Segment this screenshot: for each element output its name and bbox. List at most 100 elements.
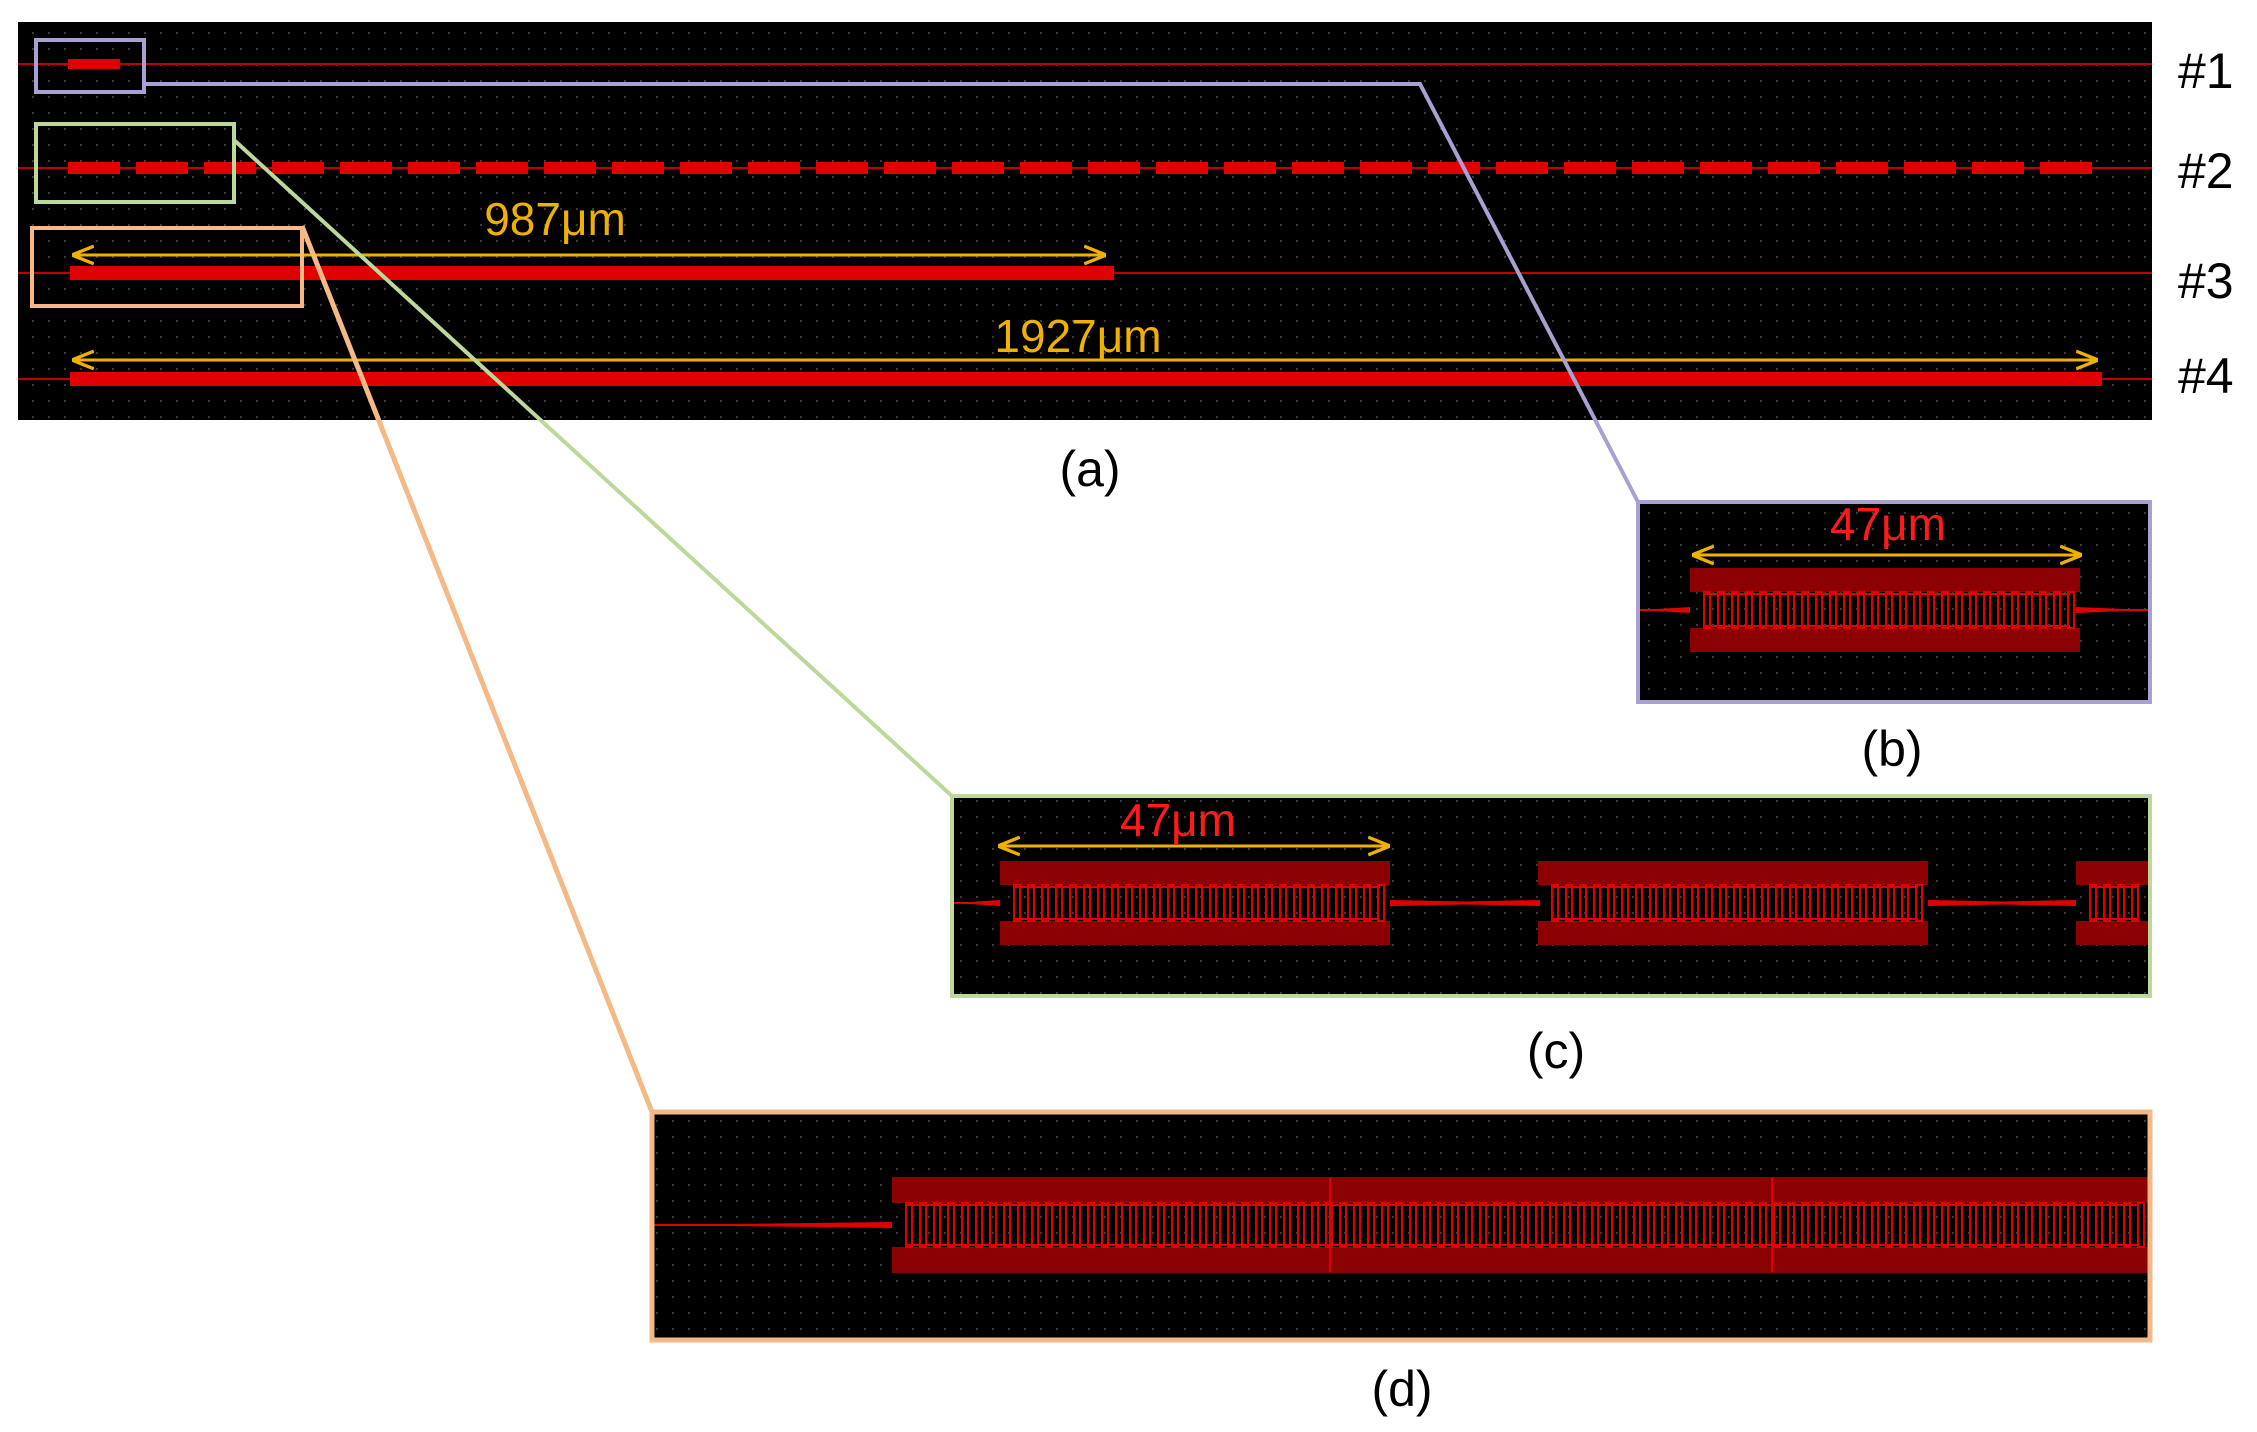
grating-tooth [1349, 884, 1357, 922]
grating-tooth [1591, 1202, 1599, 1248]
grating-tooth [1871, 591, 1879, 629]
grating-tooth [2053, 591, 2061, 629]
grating-tooth [2067, 591, 2075, 629]
grating-tooth [1479, 1202, 1487, 1248]
grating-tooth [1307, 884, 1315, 922]
grating-tooth [947, 1202, 955, 1248]
row-label-4: #4 [2178, 348, 2234, 404]
grating-tooth [2011, 591, 2019, 629]
device-top-bar [1538, 861, 1928, 885]
grating-tooth [1677, 884, 1685, 922]
grating-tooth [1941, 591, 1949, 629]
grating-tooth [1745, 1202, 1753, 1248]
grating-tooth [1115, 1202, 1123, 1248]
grating-tooth [1719, 884, 1727, 922]
grating-tooth [1157, 1202, 1165, 1248]
grating-tooth [1663, 884, 1671, 922]
grating-tooth [1887, 884, 1895, 922]
grating-tooth [1915, 884, 1923, 922]
grating-tooth [1955, 1202, 1963, 1248]
grating-tooth [2011, 1202, 2019, 1248]
grating-tooth [1339, 1202, 1347, 1248]
grating-tooth [1283, 1202, 1291, 1248]
grating-tooth [1181, 884, 1189, 922]
panel-d-frame [649, 1109, 2153, 1343]
grating-tooth [1689, 1202, 1697, 1248]
grating-tooth [2081, 1202, 2089, 1248]
grating-tooth [2067, 1202, 2075, 1248]
grating-tooth [1059, 1202, 1067, 1248]
panel-d-device [654, 1177, 2148, 1273]
grating-tooth [1885, 591, 1893, 629]
grating-tooth [1097, 884, 1105, 922]
grating-tooth [1941, 1202, 1949, 1248]
grating-tooth [1377, 884, 1385, 922]
panel-d: (d) [649, 1109, 2153, 1417]
grating-tooth [1759, 591, 1767, 629]
panel-a: 987μm 1927μm #1 #2 #3 #4 (a) [18, 22, 2234, 497]
grating-tooth [1759, 1202, 1767, 1248]
grating-tooth [1535, 1202, 1543, 1248]
grating-tooth [2089, 884, 2097, 922]
grating-tooth [1241, 1202, 1249, 1248]
grating-tooth [1101, 1202, 1109, 1248]
device-bottom-bar [892, 1247, 2148, 1273]
zoom-box-d [30, 226, 304, 308]
grating-tooth [1017, 1202, 1025, 1248]
grating-tooth [1885, 1202, 1893, 1248]
grating-tooth [1031, 1202, 1039, 1248]
grating-tooth [1027, 884, 1035, 922]
grating-tooth [1733, 884, 1741, 922]
grating-tooth [1139, 884, 1147, 922]
grating-tooth [1395, 1202, 1403, 1248]
grating-tooth [1703, 1202, 1711, 1248]
grating-tooth [975, 1202, 983, 1248]
grating-tooth [1279, 884, 1287, 922]
panel-b-frame [1636, 500, 2152, 704]
grating-tooth [1675, 1202, 1683, 1248]
grating-tooth [1335, 884, 1343, 922]
grating-tooth [2137, 1202, 2145, 1248]
grating-tooth [1521, 1202, 1529, 1248]
grating-tooth [1381, 1202, 1389, 1248]
row-4-device [70, 372, 2102, 386]
zoom-box-b [34, 38, 146, 94]
grating-tooth [1195, 884, 1203, 922]
device-bottom-bar [1000, 921, 1390, 945]
grating-tooth [2123, 1202, 2131, 1248]
grating-tooth [1055, 884, 1063, 922]
row-label-2: #2 [2178, 143, 2234, 199]
grating-tooth [1069, 884, 1077, 922]
device-bottom-bar [2076, 921, 2148, 945]
panel-c-caption: (c) [1527, 1023, 1585, 1079]
grating-tooth [1423, 1202, 1431, 1248]
grating-tooth [1237, 884, 1245, 922]
grating-tooth [1633, 1202, 1641, 1248]
row-3-length-label: 987μm [484, 193, 626, 245]
grating-tooth [1451, 1202, 1459, 1248]
grating-tooth [1815, 1202, 1823, 1248]
grating-tooth [933, 1202, 941, 1248]
grating-tooth [1927, 1202, 1935, 1248]
grating-tooth [1507, 1202, 1515, 1248]
grating-tooth [1185, 1202, 1193, 1248]
grating-tooth [1761, 884, 1769, 922]
device-top-bar [1690, 568, 2080, 592]
device-top-bar [892, 1177, 2148, 1203]
grating-tooth [2131, 884, 2139, 922]
grating-tooth [1747, 884, 1755, 922]
grating-tooth [1143, 1202, 1151, 1248]
panel-c: 47μm (c) [950, 794, 2152, 1079]
grating-tooth [1801, 591, 1809, 629]
grating-tooth [1649, 884, 1657, 922]
grating-tooth [1843, 591, 1851, 629]
grating-tooth [1731, 1202, 1739, 1248]
grating-tooth [1997, 1202, 2005, 1248]
grating-tooth [1013, 884, 1021, 922]
grating-tooth [1493, 1202, 1501, 1248]
grating-tooth [1311, 1202, 1319, 1248]
row-4-length-label: 1927μm [994, 310, 1161, 362]
grating-tooth [2025, 591, 2033, 629]
grating-tooth [1041, 884, 1049, 922]
grating-tooth [1775, 884, 1783, 922]
